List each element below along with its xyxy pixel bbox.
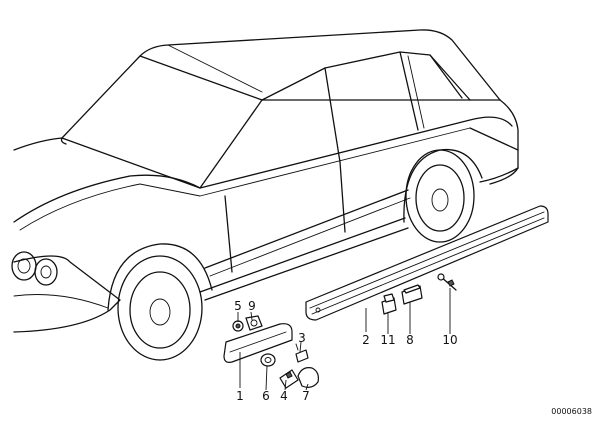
clip-part-11 (381, 293, 397, 315)
car-illustration (11, 29, 519, 361)
fastener-part-5 (232, 320, 244, 332)
callout-10: 10 (442, 333, 457, 347)
holder-part-8 (401, 284, 423, 305)
callout-11: 11 (380, 333, 395, 347)
callout-labels: 1 2 3 4 5 6 7 8 9 10 11 (234, 299, 457, 403)
callout-6: 6 (262, 389, 270, 403)
grommet-part-6 (260, 353, 276, 367)
callout-5: 5 (234, 299, 242, 313)
callout-1: 1 (236, 389, 244, 403)
callout-3: 3 (298, 331, 306, 345)
screw-part-10 (437, 273, 457, 291)
callout-2: 2 (362, 333, 370, 347)
doc-number: 00006038 (551, 407, 592, 416)
fastener-part-9 (245, 315, 263, 331)
callout-9: 9 (248, 299, 256, 313)
sill-strip-part (305, 205, 549, 321)
callout-8: 8 (406, 333, 414, 347)
callout-4: 4 (280, 389, 288, 403)
cap-part-7 (297, 367, 319, 388)
rivet-part-4 (279, 369, 299, 389)
front-trim-part-1 (223, 323, 293, 363)
callout-7: 7 (302, 389, 310, 403)
leader-lines (237, 288, 451, 391)
pin-part-3 (295, 343, 309, 363)
